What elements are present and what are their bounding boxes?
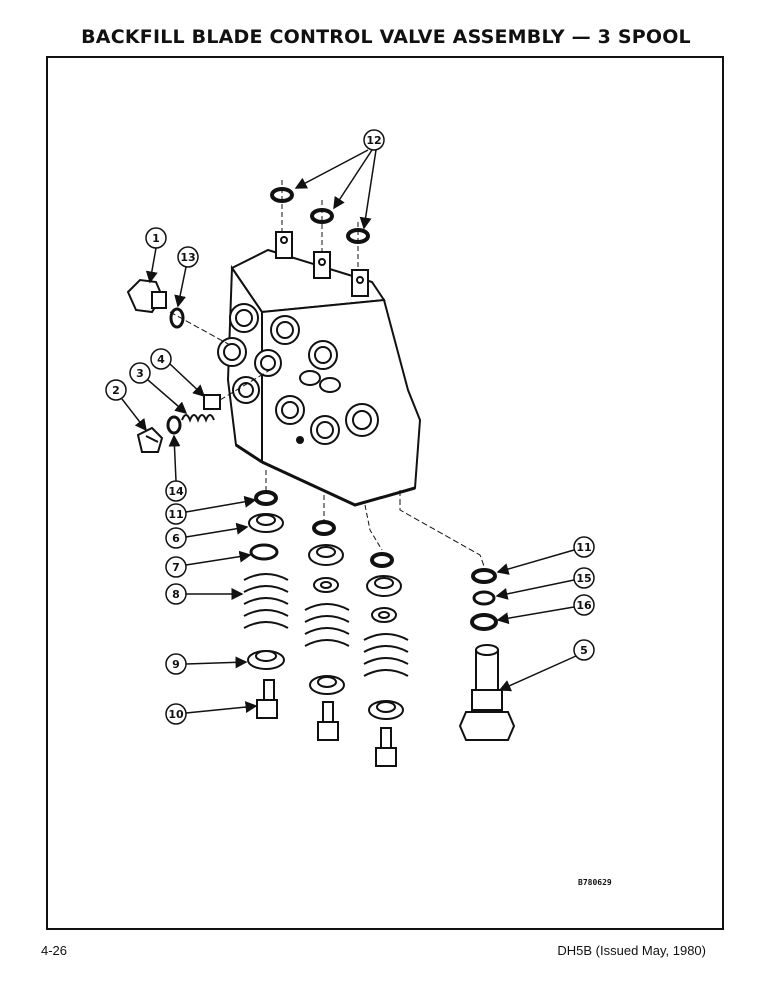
diagram-frame <box>46 56 724 930</box>
callout-11a <box>165 503 187 525</box>
callout-label: 14 <box>168 485 184 498</box>
callout-label: 1 <box>152 232 160 245</box>
callout-label: 9 <box>172 658 180 671</box>
callout-label: 11 <box>576 541 591 554</box>
callout-11b <box>573 536 595 558</box>
callout-label: 16 <box>576 599 592 612</box>
plug-2 <box>136 426 164 453</box>
callout-4 <box>150 348 172 370</box>
valve-body <box>217 248 422 507</box>
callout-10 <box>165 703 187 725</box>
poppet-4 <box>203 394 221 410</box>
callout-3 <box>129 362 151 384</box>
spool-stack-middle <box>304 520 350 741</box>
o-ring-13 <box>169 307 185 329</box>
o-ring-14 <box>166 415 182 435</box>
callout-label: 6 <box>172 532 180 545</box>
callout-16 <box>573 594 595 616</box>
callout-label: 4 <box>157 353 165 366</box>
callout-label: 7 <box>172 561 180 574</box>
page-title: BACKFILL BLADE CONTROL VALVE ASSEMBLY — … <box>81 26 691 48</box>
callout-2 <box>105 379 127 401</box>
callout-12 <box>363 129 385 151</box>
relief-valve-stack <box>458 568 516 741</box>
plug-1 <box>126 278 167 314</box>
callout-label: 8 <box>172 588 180 601</box>
spool-stack-right <box>363 552 409 767</box>
callout-label: 5 <box>580 644 588 657</box>
callout-label: 13 <box>180 251 195 264</box>
callout-label: 12 <box>366 134 381 147</box>
callout-5 <box>573 639 595 661</box>
callout-6 <box>165 527 187 549</box>
callout-15 <box>573 567 595 589</box>
callout-label: 11 <box>168 508 183 521</box>
spring-3 <box>181 414 215 423</box>
figure-code: B780629 <box>578 878 612 887</box>
callout-13 <box>177 246 199 268</box>
page-number: 4-26 <box>41 943 68 958</box>
callout-7 <box>165 556 187 578</box>
callout-label: 2 <box>112 384 120 397</box>
callout-label: 3 <box>136 367 144 380</box>
callout-label: 10 <box>168 708 184 721</box>
publication-info: DH5B (Issued May, 1980) <box>557 943 706 958</box>
spool-stems-top <box>275 231 369 297</box>
spool-stack-left <box>243 490 289 719</box>
callout-label: 15 <box>576 572 591 585</box>
